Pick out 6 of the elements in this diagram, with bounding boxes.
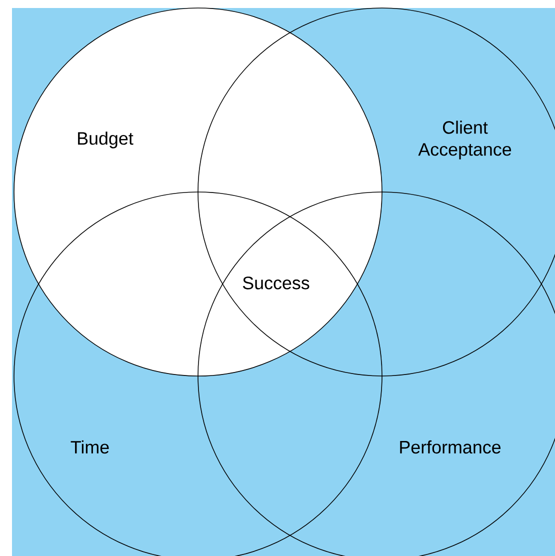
circle-label: Client Acceptance — [418, 120, 512, 160]
circle-label: Time — [70, 440, 109, 454]
region-label: Success — [242, 276, 310, 290]
circle-label: Budget — [78, 132, 134, 148]
circle-label: Performance — [400, 440, 501, 454]
circle — [14, 8, 382, 376]
